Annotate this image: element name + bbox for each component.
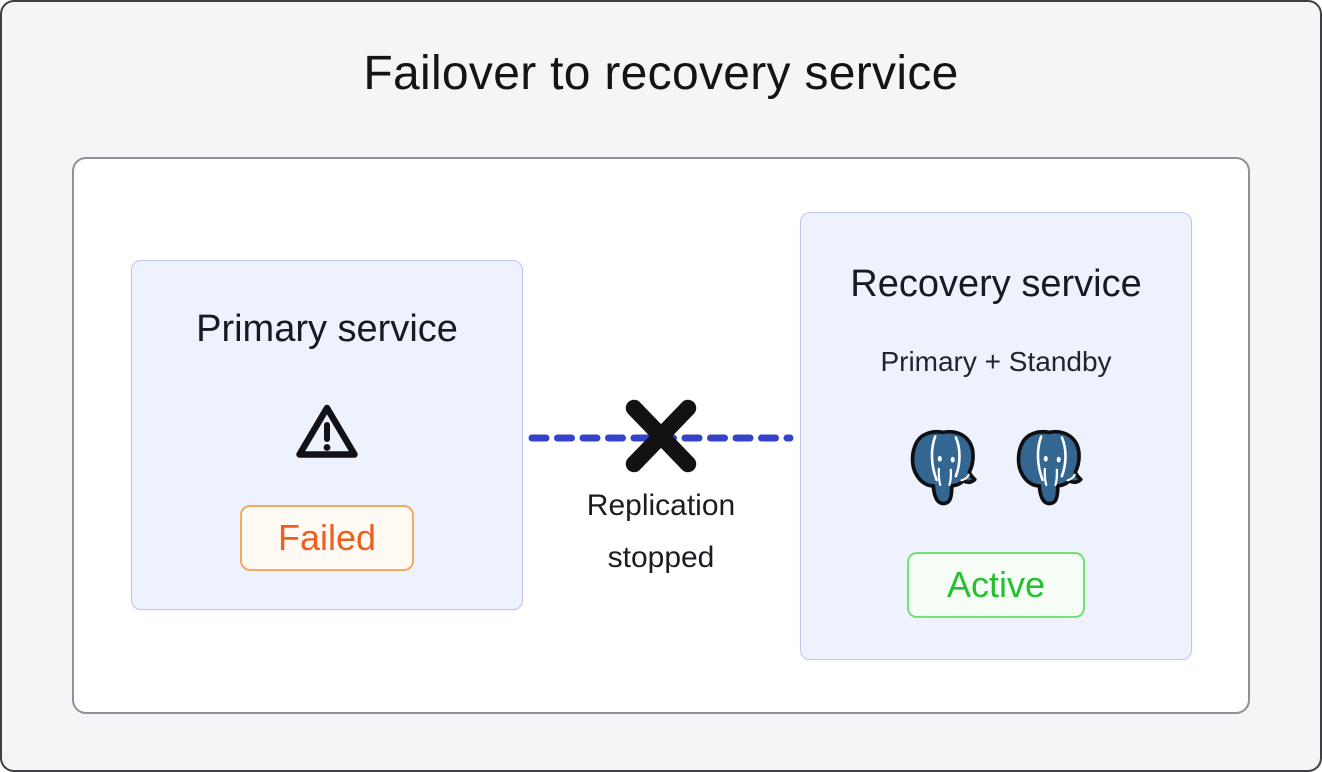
recovery-service-subtitle: Primary + Standby — [880, 346, 1112, 377]
primary-service-title: Primary service — [196, 308, 458, 350]
status-badge-failed: Failed — [240, 505, 414, 571]
primary-service-node: Primary service Failed — [131, 260, 523, 610]
recovery-service-node: Recovery service Primary + Standby — [800, 212, 1192, 660]
postgres-instances — [801, 428, 1191, 511]
recovery-service-title: Recovery service — [850, 263, 1142, 305]
x-icon — [619, 394, 703, 478]
warning-icon — [294, 401, 360, 463]
postgresql-icon — [908, 428, 978, 511]
connection-label: Replication stopped — [586, 489, 736, 574]
postgresql-icon — [1014, 428, 1084, 511]
page-title: Failover to recovery service — [363, 47, 959, 100]
status-badge-active: Active — [907, 552, 1085, 618]
